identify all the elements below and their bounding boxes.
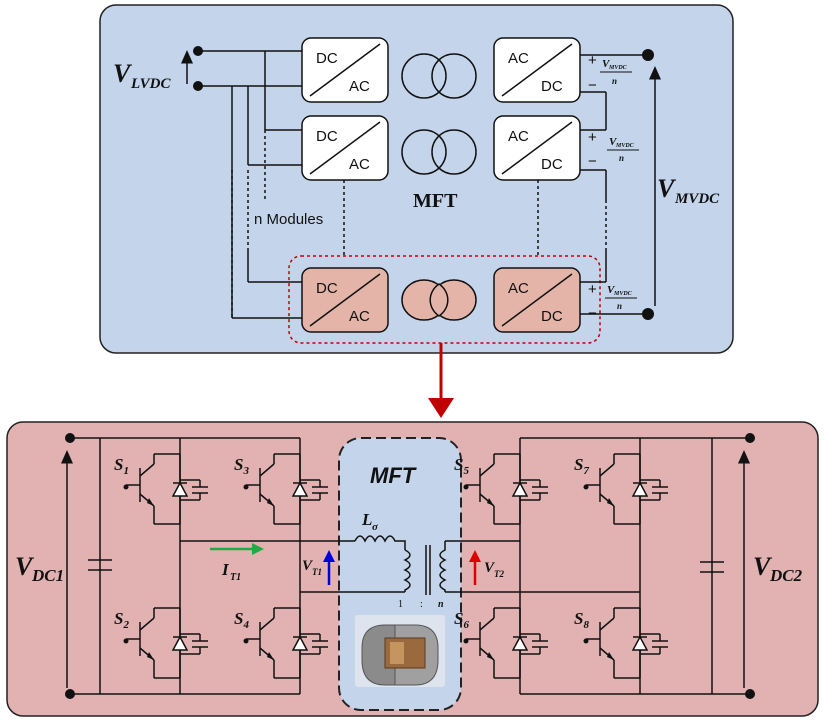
- mvdc-terminal-neg: [642, 308, 654, 320]
- mvdc-label: V: [657, 174, 677, 203]
- module-n: DC AC AC DC: [288, 255, 601, 344]
- svg-text:V: V: [609, 136, 618, 148]
- svg-text:−: −: [588, 153, 597, 170]
- lvdc-dashes: [231, 130, 266, 318]
- module-voltage-labels: + − V MVDC n + − V MVDC n + − V MVDC n: [588, 52, 639, 322]
- converter-ac-label: AC: [508, 50, 529, 67]
- mft-label-top: MFT: [413, 190, 458, 212]
- mvdc-wiring: [580, 54, 648, 315]
- vdc1-sub: DC1: [31, 566, 64, 585]
- vdc2-sub: DC2: [769, 566, 803, 585]
- mvdc-terminal-pos: [642, 49, 654, 61]
- mvdc-sub: MVDC: [674, 191, 720, 207]
- l-sigma-sub: σ: [372, 521, 379, 533]
- vdc1-label: V: [15, 552, 35, 581]
- module-2: DC AC AC DC: [301, 115, 581, 181]
- vt1-label: V: [302, 558, 314, 574]
- lvdc-terminal-neg: [193, 81, 203, 91]
- svg-text:V: V: [607, 284, 616, 296]
- module-1: DC AC AC DC: [301, 37, 581, 103]
- vt2-label: V: [484, 560, 496, 576]
- vdc2-terminal-pos: [745, 433, 755, 443]
- mft-title: MFT: [370, 463, 417, 488]
- secondary-winding: [439, 541, 447, 592]
- converter-ac-label: AC: [508, 128, 529, 145]
- transformer-core-image: [355, 615, 445, 687]
- primary-winding: [403, 549, 411, 592]
- vdc1-terminal-pos: [65, 433, 75, 443]
- lvdc-terminal-pos: [193, 46, 203, 56]
- vdc2-terminal-neg: [745, 689, 755, 699]
- igbt-switch: S4: [234, 607, 328, 679]
- lvdc-sub: LVDC: [130, 76, 171, 92]
- igbt-switch: S8: [574, 607, 668, 679]
- svg-text:n: n: [617, 301, 622, 311]
- current-label: I: [221, 560, 230, 579]
- vt1-sub: T1: [312, 567, 322, 577]
- highlight-box: [288, 255, 601, 344]
- current-sub: T1: [230, 572, 241, 583]
- igbt-switch: S5: [454, 453, 548, 525]
- transformer-coil: [401, 129, 447, 175]
- converter-dc-label: DC: [316, 128, 338, 145]
- ratio-n: n: [438, 599, 444, 610]
- svg-text:MVDC: MVDC: [615, 143, 635, 149]
- svg-text:−: −: [588, 77, 597, 94]
- igbt-switch: S7: [574, 453, 668, 525]
- ratio-colon: :: [420, 599, 423, 610]
- converter-dc-label: DC: [541, 156, 563, 173]
- svg-text:MVDC: MVDC: [608, 65, 628, 71]
- svg-text:+: +: [588, 281, 597, 298]
- converter-dc-label: DC: [541, 78, 563, 95]
- igbt-switch: S6: [454, 607, 548, 679]
- svg-text:n: n: [612, 76, 617, 86]
- converter-dc-label: DC: [541, 308, 563, 325]
- transformer-coil: [431, 53, 477, 99]
- transformer-coil: [401, 53, 447, 99]
- converter-dc-label: DC: [316, 50, 338, 67]
- svg-text:MVDC: MVDC: [613, 291, 633, 297]
- converter-dc-label: DC: [316, 280, 338, 297]
- converter-ac-label: AC: [349, 78, 370, 95]
- converter-ac-label: AC: [349, 156, 370, 173]
- connector-arrowhead: [428, 398, 454, 418]
- vt2-sub: T2: [494, 569, 504, 579]
- module-dashes: [343, 180, 539, 256]
- vdc1-terminal-neg: [65, 689, 75, 699]
- converter-ac-label: AC: [349, 308, 370, 325]
- svg-text:V: V: [602, 58, 611, 70]
- modules-label: n Modules: [254, 211, 323, 228]
- svg-text:+: +: [588, 129, 597, 146]
- svg-text:−: −: [588, 305, 597, 322]
- vdc2-label: V: [753, 552, 773, 581]
- lvdc-label: V: [113, 59, 133, 88]
- transformer-coil: [431, 129, 477, 175]
- svg-text:+: +: [588, 52, 597, 69]
- inductor: [354, 535, 406, 550]
- ratio-1: 1: [398, 599, 403, 610]
- l-sigma-label: L: [361, 510, 372, 529]
- svg-text:n: n: [619, 153, 624, 163]
- converter-ac-label: AC: [508, 280, 529, 297]
- igbt-switch: S3: [234, 453, 328, 525]
